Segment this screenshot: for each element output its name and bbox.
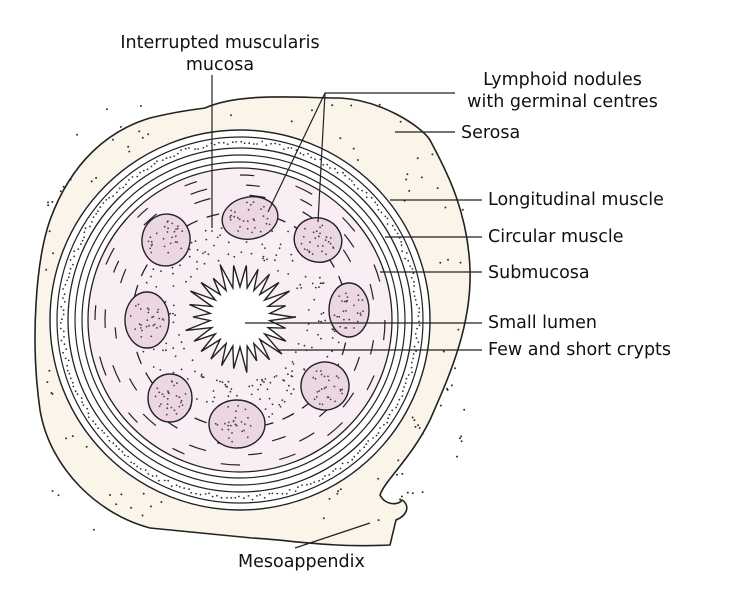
- lymphoid-nodule: [221, 196, 279, 240]
- lymphoid-nodule: [124, 291, 170, 349]
- label-lymphoid-line1: Lymphoid nodules: [483, 70, 642, 90]
- label-serosa: Serosa: [461, 123, 521, 143]
- lymphoid-nodule: [328, 282, 370, 338]
- leader-lines: [211, 75, 482, 549]
- lymphoid-nodule: [300, 361, 350, 411]
- label-circular-muscle: Circular muscle: [488, 227, 624, 247]
- label-muscularis-line2: mucosa: [185, 55, 255, 75]
- label-interrupted-muscularis-mucosa: Interrupted muscularis mucosa: [100, 32, 340, 76]
- longitudinal-muscle-stipple: [59, 140, 421, 501]
- label-submucosa: Submucosa: [488, 263, 590, 283]
- lymphoid-nodule: [293, 217, 343, 263]
- small-lumen: [185, 264, 297, 373]
- submucosa-dashes: [94, 174, 386, 466]
- label-small-lumen: Small lumen: [488, 313, 598, 333]
- label-crypts: Few and short crypts: [488, 340, 672, 360]
- lymphoid-nodule: [208, 399, 266, 449]
- label-lymphoid-nodules: Lymphoid nodules with germinal centres: [455, 69, 670, 113]
- label-lymphoid-line2: with germinal centres: [467, 92, 658, 112]
- lymphoid-nodule: [147, 373, 193, 423]
- lymphoid-nodules: [124, 196, 370, 449]
- label-longitudinal-muscle: Longitudinal muscle: [488, 190, 664, 210]
- label-mesoappendix: Mesoappendix: [238, 552, 365, 572]
- label-muscularis-line1: Interrupted muscularis: [120, 33, 320, 53]
- lymphoid-nodule: [141, 213, 191, 267]
- serosa-stipple: [45, 103, 466, 531]
